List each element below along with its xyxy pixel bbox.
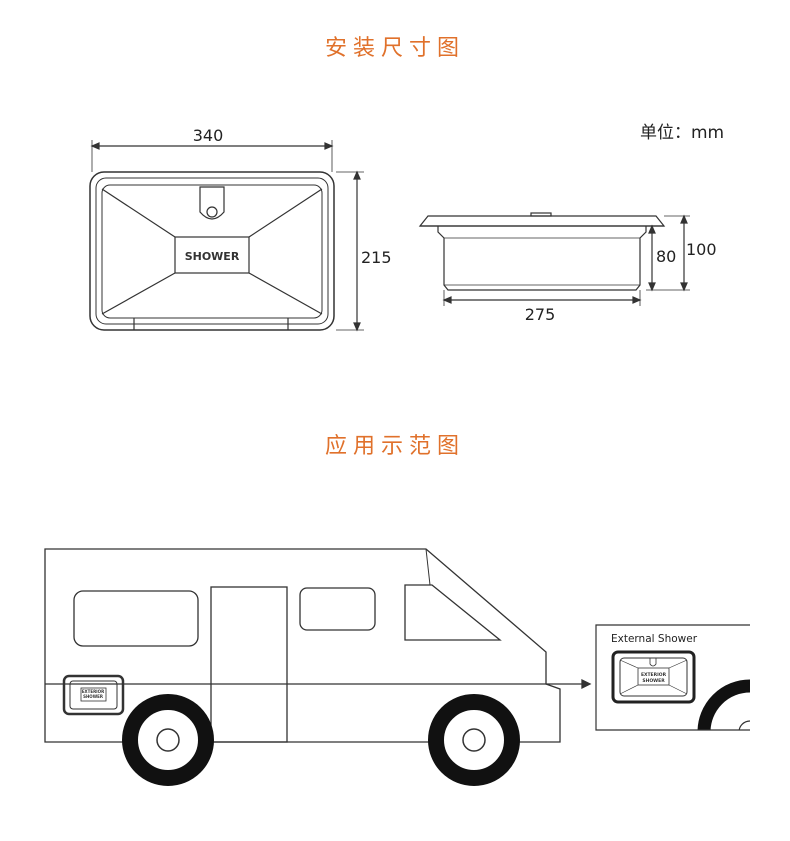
van-window-rear — [73, 590, 199, 647]
latch-handle — [199, 186, 225, 220]
front-view — [89, 140, 364, 332]
arrow-left — [90, 142, 100, 150]
van-shower-box — [62, 674, 125, 716]
side-view — [418, 212, 690, 306]
callout-facet — [668, 659, 688, 669]
arrow-bottom — [680, 282, 688, 292]
van-illustration — [44, 548, 592, 743]
callout-facet — [668, 684, 688, 695]
callout-label-line2: SHOWER — [642, 678, 665, 684]
arrow-left — [442, 296, 452, 304]
box-frame-inner-edge — [95, 177, 329, 325]
box-door-panel — [101, 184, 323, 319]
callout-shower-plate — [637, 667, 670, 686]
facet-line — [101, 188, 176, 238]
van-window-middle — [299, 587, 376, 631]
callout-shower-box — [611, 650, 696, 704]
callout-latch — [649, 657, 657, 667]
callout-facet — [619, 684, 639, 695]
label-plate — [174, 236, 250, 274]
arrow-top — [353, 170, 361, 180]
dim-height-text: 215 — [361, 248, 392, 267]
facet-line — [248, 188, 323, 238]
callout-panel — [595, 624, 750, 731]
dim-width-text: 340 — [193, 126, 224, 145]
dim-inner-width-text: 275 — [525, 305, 556, 324]
rear-wheel-hub — [156, 728, 180, 752]
van-wheels — [122, 694, 520, 786]
callout-facet — [619, 659, 639, 669]
callout-wheel-hub — [738, 720, 750, 730]
van-side-door — [210, 586, 288, 743]
van-box-label-line2: SHOWER — [83, 694, 103, 699]
callout-arrow-head — [581, 678, 592, 690]
arrow-bottom — [648, 282, 656, 292]
van-box-label-line1: EXTERIOR — [82, 689, 104, 694]
box-body-side — [437, 226, 647, 291]
callout-title: External Shower — [611, 633, 698, 645]
arrow-bottom — [353, 322, 361, 332]
van-a-pillar — [425, 548, 431, 586]
dim-depth-total-text: 100 — [686, 240, 717, 259]
front-wheel-hub — [462, 728, 486, 752]
callout-wheel-tire — [697, 679, 750, 730]
van-shower-box-plate — [80, 687, 107, 702]
arrow-top — [648, 224, 656, 234]
box-label-text: SHOWER — [185, 250, 240, 263]
latch-hole — [206, 206, 218, 218]
unit-label: 单位：mm — [640, 123, 725, 143]
dim-depth-inner-text: 80 — [656, 247, 676, 266]
front-wheel-tire — [428, 694, 520, 786]
application-diagram-title: 应用示范图 — [324, 434, 465, 459]
arrow-top — [680, 214, 688, 224]
van-shower-box-panel — [69, 680, 118, 710]
facet-line — [101, 272, 176, 315]
arrow-right — [324, 142, 334, 150]
van-window-front — [404, 584, 502, 641]
arrow-right — [632, 296, 642, 304]
install-diagram-title: 安装尺寸图 — [324, 36, 465, 61]
flange-top — [418, 215, 666, 227]
callout-frame — [595, 624, 750, 731]
facet-line — [248, 272, 323, 315]
callout-label-line1: EXTERIOR — [641, 672, 667, 678]
latch-side — [530, 212, 552, 217]
rear-wheel-tire — [122, 694, 214, 786]
box-outer-frame — [89, 171, 335, 331]
